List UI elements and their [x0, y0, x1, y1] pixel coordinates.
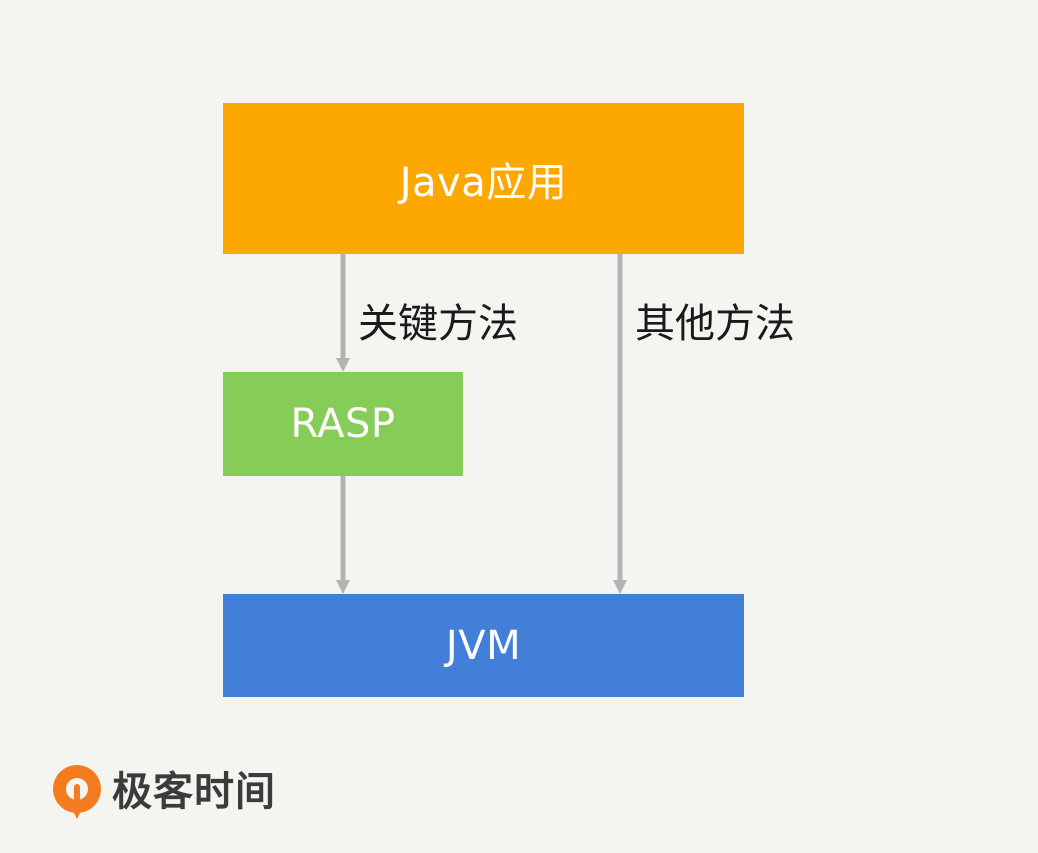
java-app-box: Java应用: [223, 103, 744, 254]
other-methods-label: 其他方法: [635, 301, 795, 347]
arrow-java-to-rasp: [336, 254, 350, 372]
key-methods-label: 关键方法: [358, 301, 518, 347]
brand-name: 极客时间: [112, 769, 276, 815]
brand-logo: 极客时间: [50, 762, 276, 822]
arrow-java-to-jvm: [613, 254, 627, 594]
java-app-label: Java应用: [399, 159, 568, 206]
rasp-box: RASP: [223, 372, 463, 476]
geekbang-logo-icon: [53, 765, 101, 819]
rasp-label: RASP: [290, 401, 396, 447]
jvm-label: JVM: [445, 622, 522, 669]
arrow-rasp-to-jvm: [336, 476, 350, 594]
jvm-box: JVM: [223, 594, 744, 697]
